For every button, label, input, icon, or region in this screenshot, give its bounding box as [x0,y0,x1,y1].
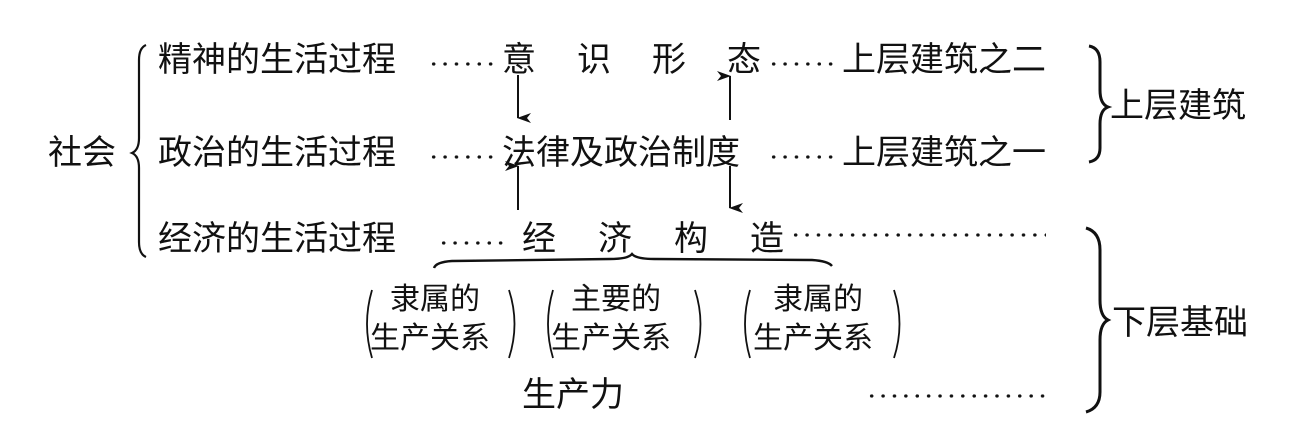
economic-structure-char-1: 经 [522,219,556,259]
paren-1-right [508,289,516,359]
ideology-char-3: 形 [652,40,686,80]
superstructure-label: 上层建筑 [1110,86,1246,126]
ideology-char-4: 态 [727,40,761,80]
productive-force-label: 生产力 [522,375,624,415]
dotted-leader [438,241,508,245]
paren-3-left [744,289,751,359]
superstructure-brace [1088,44,1113,164]
left-brace [129,43,147,259]
dotted-leader [428,155,498,159]
political-process-label: 政治的生活过程 [158,133,396,173]
dotted-leader [866,394,1046,398]
dotted-leader [428,62,498,66]
paren-3-right [893,289,901,359]
relation-2-line1: 主要的 [571,282,661,317]
dotted-leader [768,62,840,66]
dotted-leader [790,233,1046,237]
relation-1-line1: 隶属的 [390,282,480,317]
paren-2-right [694,289,702,359]
ideology-char-1: 意 [502,40,536,80]
base-label: 下层基础 [1112,303,1248,343]
relation-3-line1: 隶属的 [773,282,863,317]
superstructure-one-label: 上层建筑之一 [842,133,1046,173]
economic-structure-char-4: 造 [750,219,784,259]
dotted-leader [768,155,840,159]
ideology-char-2: 识 [577,40,611,80]
law-politics-institution: 法律及政治制度 [502,133,740,173]
relation-3-line2: 生产关系 [753,321,873,356]
spiritual-process-label: 精神的生活过程 [158,40,396,80]
economic-structure-char-3: 构 [674,219,708,259]
economic-structure-char-2: 济 [598,219,632,259]
superstructure-two-label: 上层建筑之二 [842,40,1046,80]
economic-process-label: 经济的生活过程 [158,219,396,259]
base-brace [1085,226,1112,414]
relation-2-line2: 生产关系 [551,321,671,356]
relation-1-line2: 生产关系 [370,321,490,356]
society-label: 社会 [48,133,116,173]
